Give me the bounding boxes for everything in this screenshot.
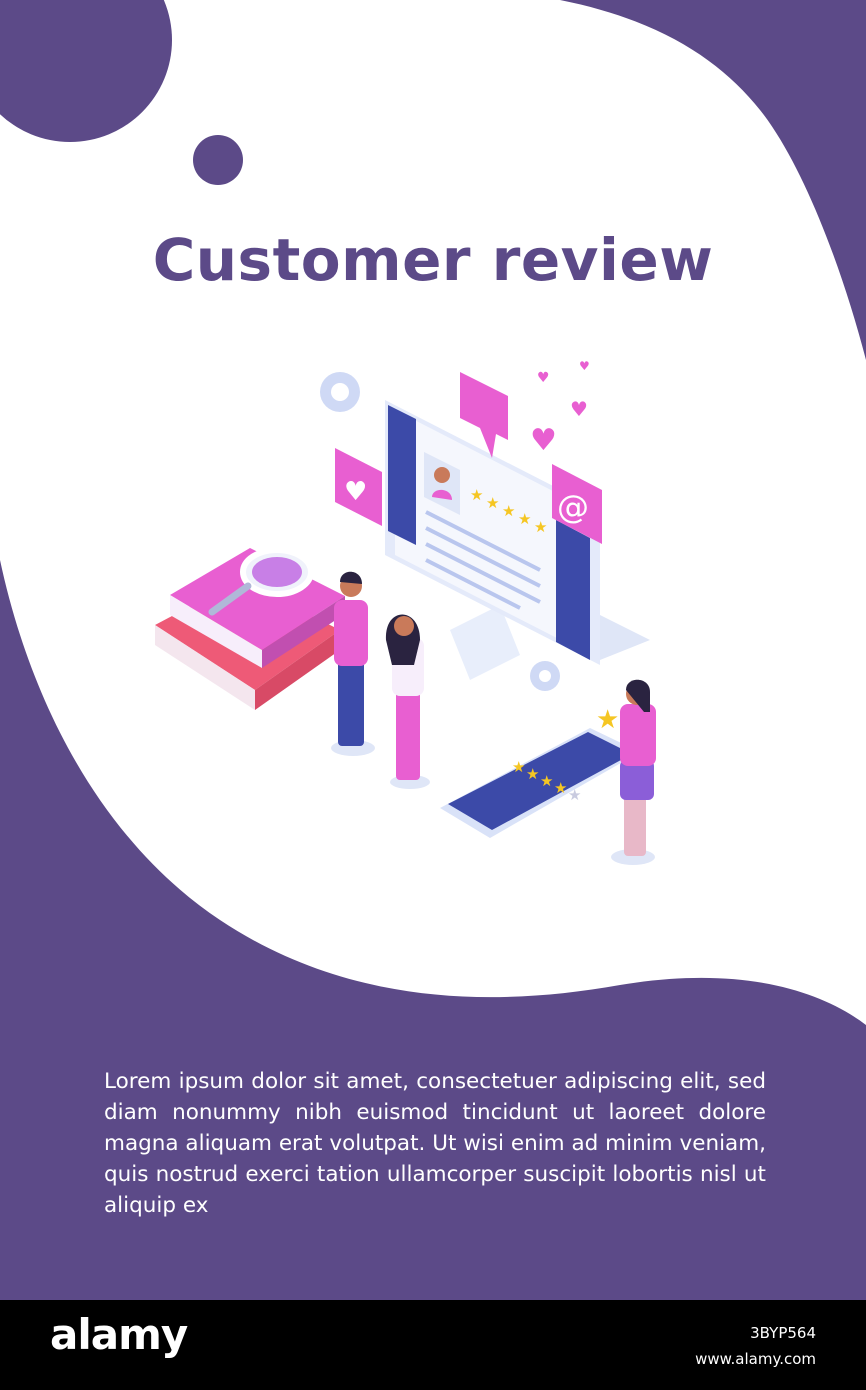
gear-icon <box>320 372 360 412</box>
at-card <box>552 464 602 544</box>
bottom-blob <box>0 560 866 1300</box>
book-top <box>170 548 345 650</box>
watermark-image-id: 3BYP564 <box>750 1324 816 1342</box>
top-right-blob <box>560 0 866 360</box>
phone-rating-stars: ★ ★ ★ ★ ★ <box>512 758 581 804</box>
monitor-rating-stars: ★ ★ ★ ★ ★ <box>470 486 547 536</box>
watermark-brand: alamy <box>50 1310 188 1359</box>
svg-text:★: ★ <box>526 765 539 783</box>
review-text-lines <box>425 510 541 610</box>
star-icon: ★ <box>596 705 619 735</box>
svg-text:★: ★ <box>486 494 499 512</box>
svg-text:★: ★ <box>502 502 515 520</box>
magnifier-icon <box>208 547 314 616</box>
svg-text:♥: ♥ <box>537 370 550 386</box>
svg-text:★: ★ <box>534 518 547 536</box>
monitor-side-panel-left <box>388 405 416 545</box>
svg-text:♥: ♥ <box>530 423 557 458</box>
at-icon: @ <box>557 488 589 526</box>
svg-text:★: ★ <box>540 772 553 790</box>
person-man <box>331 571 375 756</box>
svg-text:♥: ♥ <box>570 397 588 421</box>
person-woman-center <box>385 614 430 789</box>
body-paragraph: Lorem ipsum dolor sit amet, consectetuer… <box>104 1069 766 1218</box>
heart-card <box>335 448 382 526</box>
speech-bubble-icon <box>460 372 508 458</box>
top-left-circle <box>0 0 172 142</box>
background-shapes <box>0 0 866 1300</box>
person-woman-right: ★ <box>596 679 656 865</box>
page-title: Customer review <box>152 226 714 294</box>
svg-text:★: ★ <box>554 779 567 797</box>
svg-text:★: ★ <box>470 486 483 504</box>
monitor-stand <box>450 605 520 680</box>
watermark-footer <box>0 1300 866 1390</box>
svg-text:★: ★ <box>568 786 581 804</box>
heart-icon: ♥ <box>344 477 367 507</box>
poster: Customer review ★ ★ ★ ★ ★ <box>0 0 866 1300</box>
svg-text:★: ★ <box>512 758 525 776</box>
svg-text:★: ★ <box>518 510 531 528</box>
svg-text:♥: ♥ <box>579 359 590 373</box>
watermark-site: www.alamy.com <box>695 1350 816 1368</box>
floating-hearts: ♥ ♥ ♥ ♥ <box>530 359 590 458</box>
monitor-side-panel-right <box>556 520 590 660</box>
review-illustration: ★ ★ ★ ★ ★ ♥ @ ♥ ♥ ♥ ♥ <box>155 359 656 865</box>
gear-icon <box>530 661 560 691</box>
small-circle <box>193 135 243 185</box>
